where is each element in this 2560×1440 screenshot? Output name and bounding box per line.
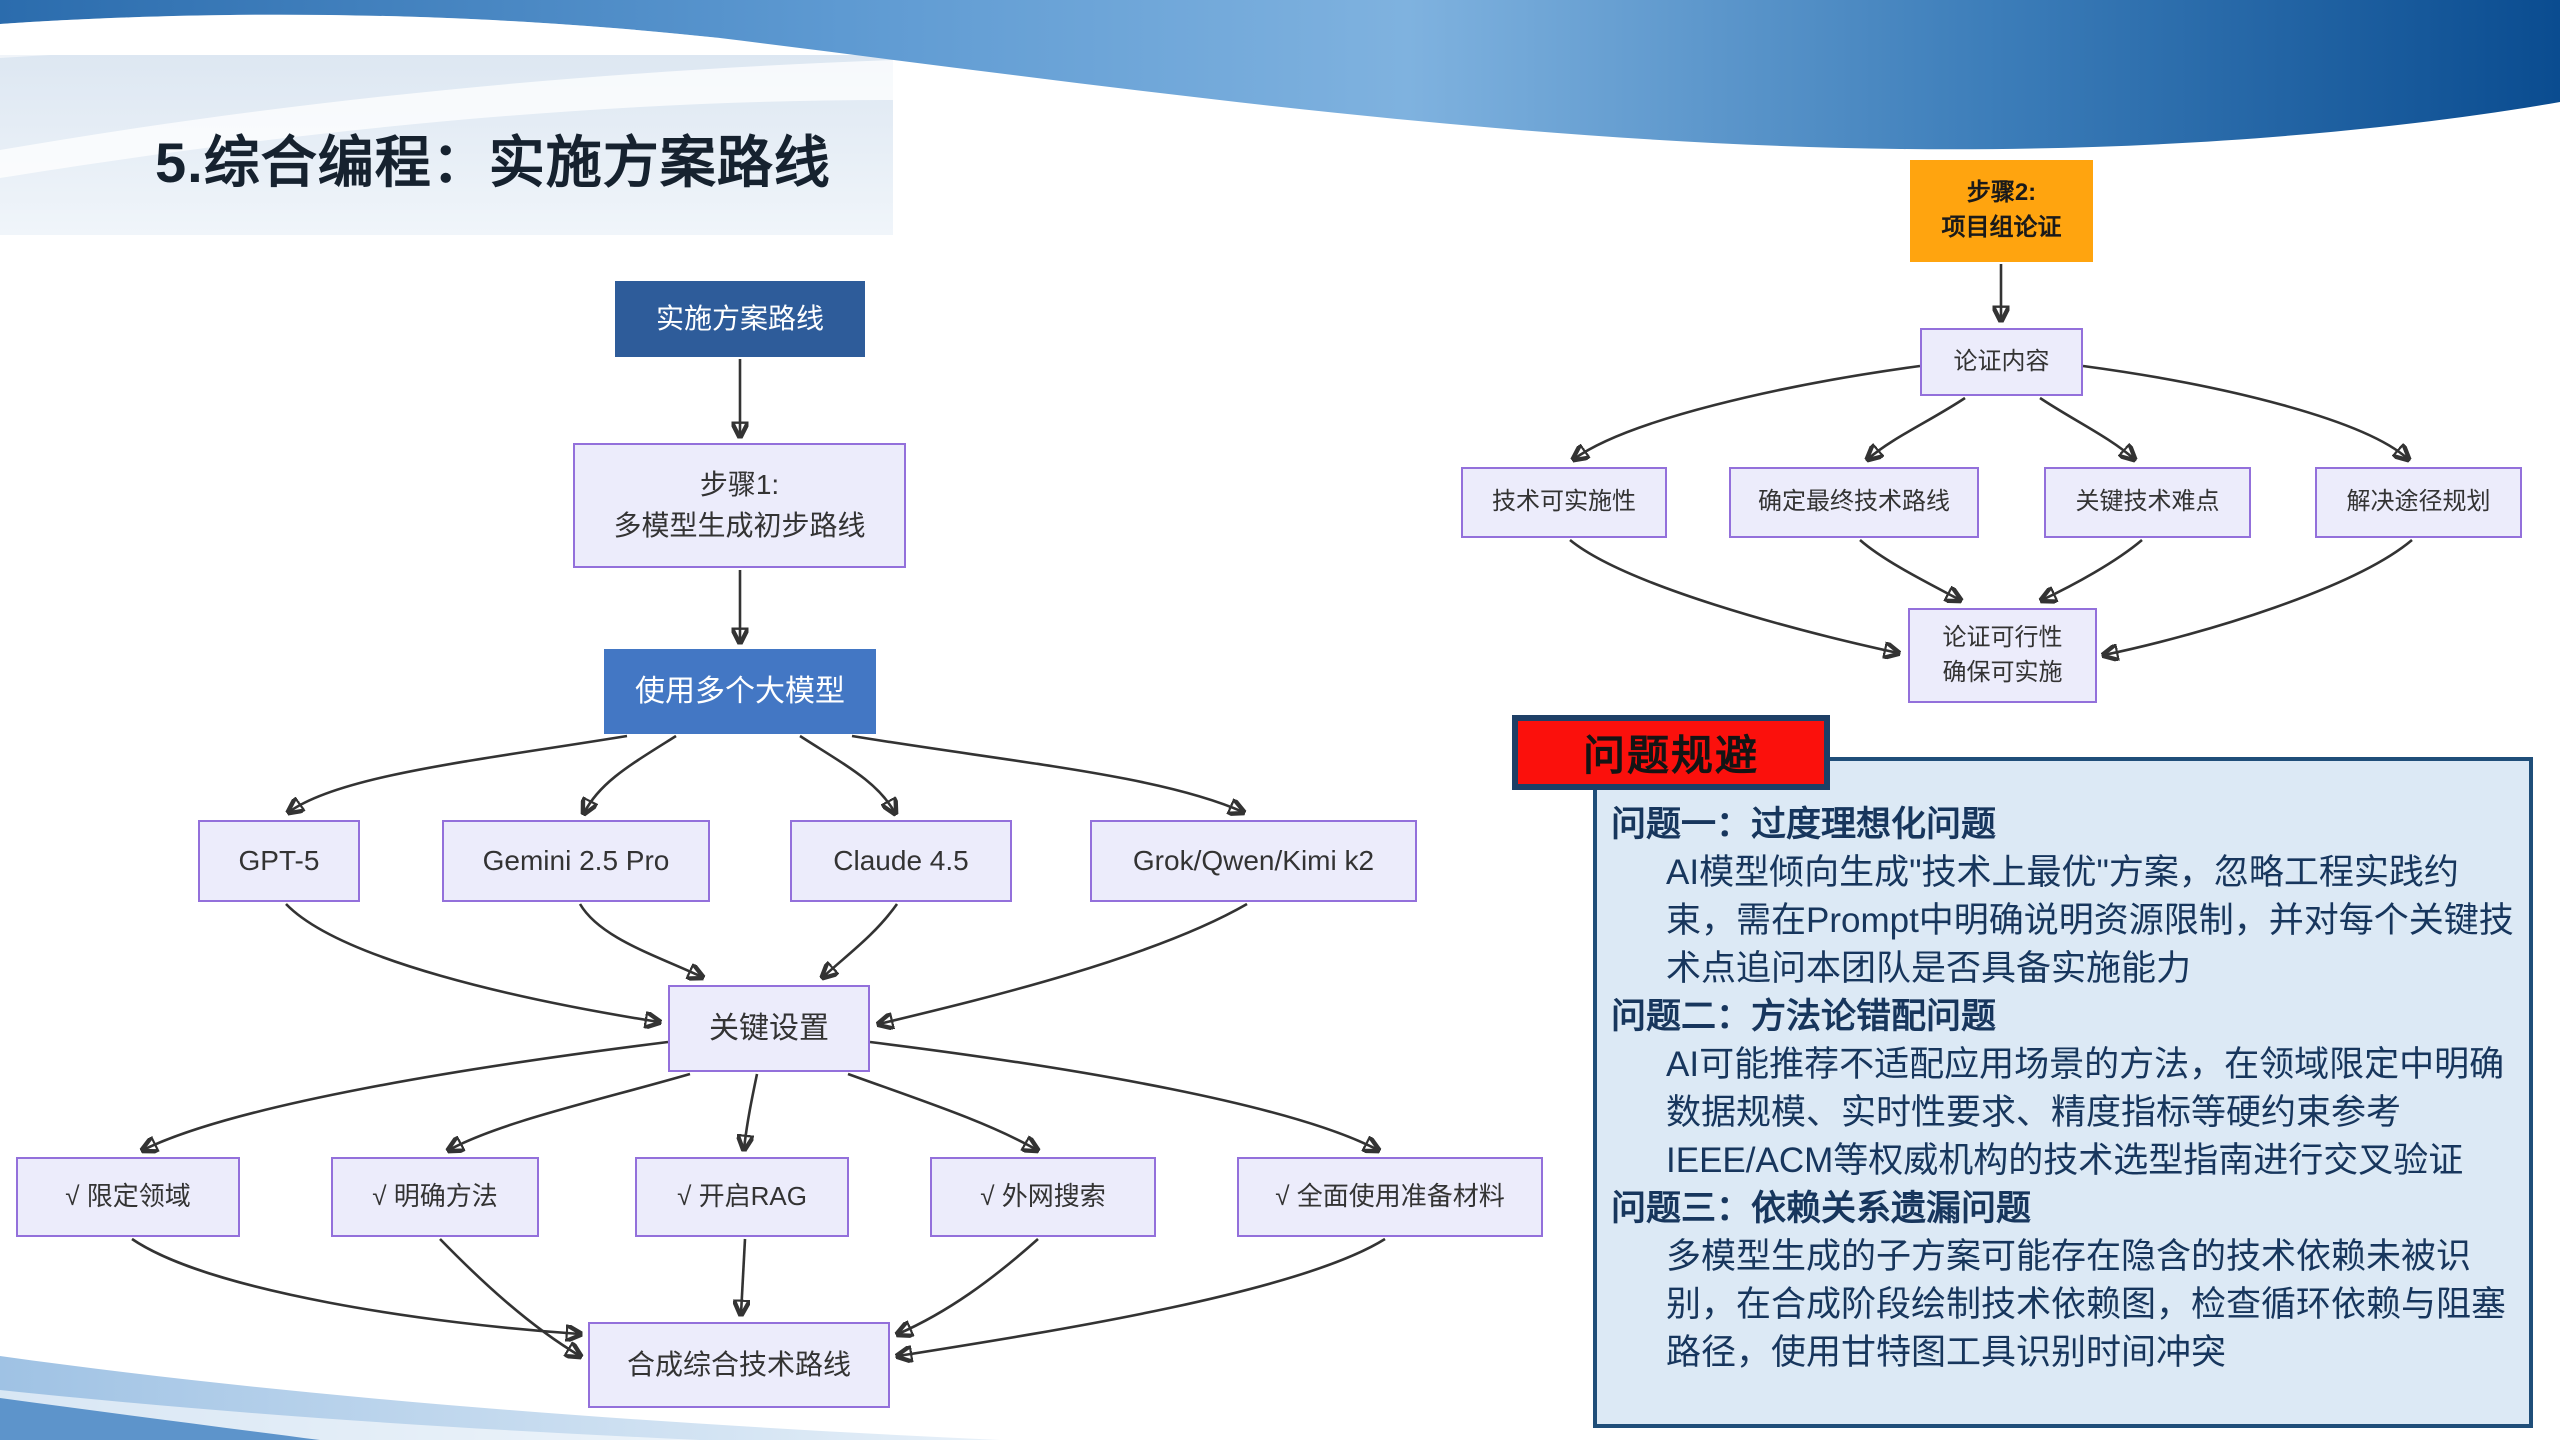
top-banner-swoosh <box>0 0 2560 150</box>
flow-node-check-clear-method: √ 明确方法 <box>331 1157 539 1237</box>
flow-node-solution-planning: 解决途径规划 <box>2315 467 2522 538</box>
feasibility-line2: 确保可实施 <box>1942 658 2063 686</box>
step2-line2: 项目组论证 <box>1941 214 2062 241</box>
title-backdrop-swoosh <box>0 60 893 178</box>
flow-node-check-web-search: √ 外网搜索 <box>930 1157 1156 1237</box>
step2-line1: 步骤2: <box>1966 179 2037 207</box>
flow-node-check-limit-domain: √ 限定领域 <box>16 1157 240 1237</box>
problem-2-title: 问题二：方法论错配问题 <box>1611 997 1997 1036</box>
flow-node-implementation-route: 实施方案路线 <box>615 281 865 357</box>
flow-node-step1: 步骤1: 多模型生成初步路线 <box>573 443 906 568</box>
step1-line1: 步骤1: <box>699 468 780 500</box>
step1-line2: 多模型生成初步路线 <box>613 509 866 541</box>
feasibility-line1: 论证可行性 <box>1942 623 2063 651</box>
flow-node-check-use-materials: √ 全面使用准备材料 <box>1237 1157 1543 1237</box>
bottom-corner-wedge <box>0 1398 320 1440</box>
flow-node-check-enable-rag: √ 开启RAG <box>635 1157 849 1237</box>
flow-node-final-route: 确定最终技术路线 <box>1729 467 1979 538</box>
problem-3-title: 问题三：依赖关系遗漏问题 <box>1611 1189 2032 1228</box>
problem-2-body: AI可能推荐不适配应用场景的方法，在领域限定中明确数据规模、实时性要求、精度指标… <box>1666 1045 2505 1180</box>
flow-node-step2: 步骤2: 项目组论证 <box>1910 160 2093 262</box>
page-title: 5.综合编程：实施方案路线 <box>155 131 831 194</box>
flow-node-key-settings: 关键设置 <box>668 985 870 1072</box>
flow-node-tech-feasibility: 技术可实施性 <box>1461 467 1667 538</box>
problems-header-badge: 问题规避 <box>1512 715 1830 790</box>
top-banner-highlight <box>0 14 720 59</box>
flow-node-grok-qwen-kimi: Grok/Qwen/Kimi k2 <box>1090 820 1417 902</box>
problems-panel: 问题一：过度理想化问题 AI模型倾向生成"技术上最优"方案，忽略工程实践约束，需… <box>1593 757 2533 1428</box>
flow-node-gpt5: GPT-5 <box>198 820 360 902</box>
flow-node-claude: Claude 4.5 <box>790 820 1012 902</box>
flow-node-synthesize-route: 合成综合技术路线 <box>588 1322 890 1408</box>
flow-node-gemini: Gemini 2.5 Pro <box>442 820 710 902</box>
problem-1-body: AI模型倾向生成"技术上最优"方案，忽略工程实践约束，需在Prompt中明确说明… <box>1666 853 2514 988</box>
flow-node-use-multiple-models: 使用多个大模型 <box>604 649 876 734</box>
flow-node-verify-feasibility: 论证可行性 确保可实施 <box>1908 608 2097 703</box>
problem-3-body: 多模型生成的子方案可能存在隐含的技术依赖未被识别，在合成阶段绘制技术依赖图，检查… <box>1666 1237 2507 1372</box>
flow-node-key-difficulties: 关键技术难点 <box>2044 467 2251 538</box>
flow-node-review-content: 论证内容 <box>1920 328 2083 396</box>
problem-1-title: 问题一：过度理想化问题 <box>1611 805 1997 844</box>
